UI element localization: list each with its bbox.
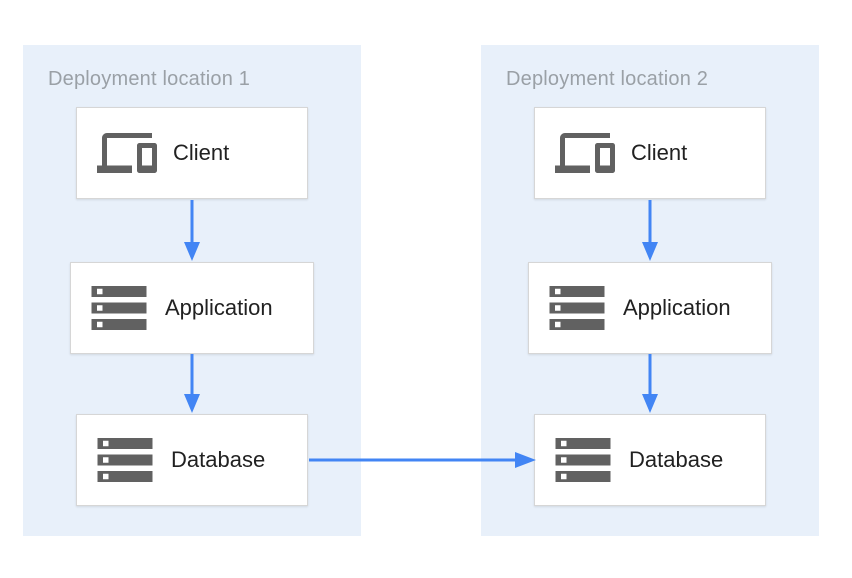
deployment-location-2-panel: Deployment location 2 Client Application… <box>481 45 819 536</box>
node-client-location-1: Client <box>76 107 308 199</box>
servers-icon <box>555 438 611 482</box>
node-database-location-1: Database <box>76 414 308 506</box>
servers-icon <box>549 286 605 330</box>
node-application-location-2: Application <box>528 262 772 354</box>
devices-icon <box>555 133 615 173</box>
node-label: Application <box>623 295 731 320</box>
node-label: Client <box>631 140 688 165</box>
node-database-location-2: Database <box>534 414 766 506</box>
node-label: Database <box>171 447 266 472</box>
devices-icon <box>97 133 157 173</box>
panel-title: Deployment location 2 <box>506 68 709 90</box>
node-label: Database <box>629 447 724 472</box>
deployment-location-1-panel: Deployment location 1 Client Application… <box>23 45 361 536</box>
panel-title: Deployment location 1 <box>48 68 251 90</box>
node-label: Application <box>165 295 273 320</box>
node-client-location-2: Client <box>534 107 766 199</box>
servers-icon <box>91 286 147 330</box>
servers-icon <box>97 438 153 482</box>
node-label: Client <box>173 140 230 165</box>
node-application-location-1: Application <box>70 262 314 354</box>
